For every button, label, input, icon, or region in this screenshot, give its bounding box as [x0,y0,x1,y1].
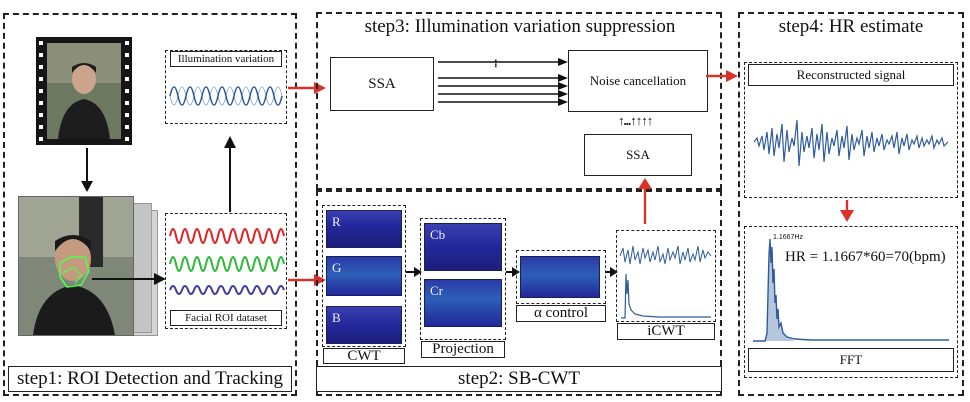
red-arrow-icwt-to-ssa [638,178,652,224]
projection-label: Projection [421,341,505,358]
spectrogram-cb: Cb [424,223,502,271]
step2-panel [316,190,722,396]
step2-title: step2: SB-CWT [316,366,722,392]
fft-plot-frame [749,231,953,347]
fft-peak-label: 1.1667Hz [773,234,803,241]
roi-rgb-signals [169,228,285,295]
arrow-film-to-roi [81,148,93,192]
ssa-bottom-box: SSA [584,134,692,176]
arrow-alpha-to-icwt [606,267,618,277]
noise-cancellation-box: Noise cancellation [568,50,708,112]
hr-result-text: HR = 1.1667*60=70(bpm) [785,249,946,265]
step4-title: step4: HR estimate [742,14,960,40]
illumination-box [165,50,287,124]
alpha-control-label: α control [516,305,606,322]
ssa-to-noise-up-arrows: ↑...↑↑↑↑ [618,113,653,128]
step4-panel [738,12,964,396]
red-arrow-step3-to-step4 [706,70,738,82]
reconstructed-signal-label: Reconstructed signal [748,64,954,86]
reconstructed-signal-plot [753,119,949,167]
tracked-face-frame [18,196,134,336]
channel-cb-label: Cb [430,227,446,242]
reconstructed-group [744,62,958,198]
spectrogram-b: B [326,306,402,344]
arrow-cwt-to-projection [406,267,422,277]
ssa-to-noise-arrows [438,58,568,106]
channel-r-label: R [332,214,341,229]
projection-group [420,218,506,340]
spectrogram-cr: Cr [424,279,502,327]
step3-title: step3: Illumination variation suppressio… [322,14,718,40]
spectrogram-alpha [520,256,600,298]
ssa-top-box: SSA [330,57,434,111]
step3-panel [316,12,722,190]
illumination-signal [169,86,283,106]
illumination-label: Illumination variation [170,51,282,67]
cwt-label: CWT [323,348,405,364]
arrow-roi-to-dataset [92,273,166,285]
facial-roi-dataset-label: Facial ROI dataset [170,310,282,326]
film-strip-video-frame [36,37,132,145]
spectrogram-g: G [326,256,402,296]
arrow-dataset-to-illumination [224,136,236,212]
red-arrow-reconstructed-to-fft [840,200,854,222]
fft-label: FFT [748,348,954,372]
icwt-label: iCWT [617,323,715,340]
channel-b-label: B [332,310,341,325]
roi-tracking-frames [18,196,158,336]
channel-g-label: G [332,260,342,275]
fft-group [744,226,958,378]
ellipsis-dots: ⁞ [494,58,498,70]
alpha-control-group [516,250,606,304]
facial-roi-dataset-box [165,213,287,329]
fft-spectrum-plot [753,238,949,342]
icwt-group [616,230,716,322]
icwt-signal-and-spectrum [619,245,712,319]
channel-cr-label: Cr [430,283,443,298]
step1-title: step1: ROI Detection and Tracking [8,366,292,392]
step1-panel [3,13,297,396]
spectrogram-r: R [326,210,402,248]
cwt-group [322,205,406,347]
